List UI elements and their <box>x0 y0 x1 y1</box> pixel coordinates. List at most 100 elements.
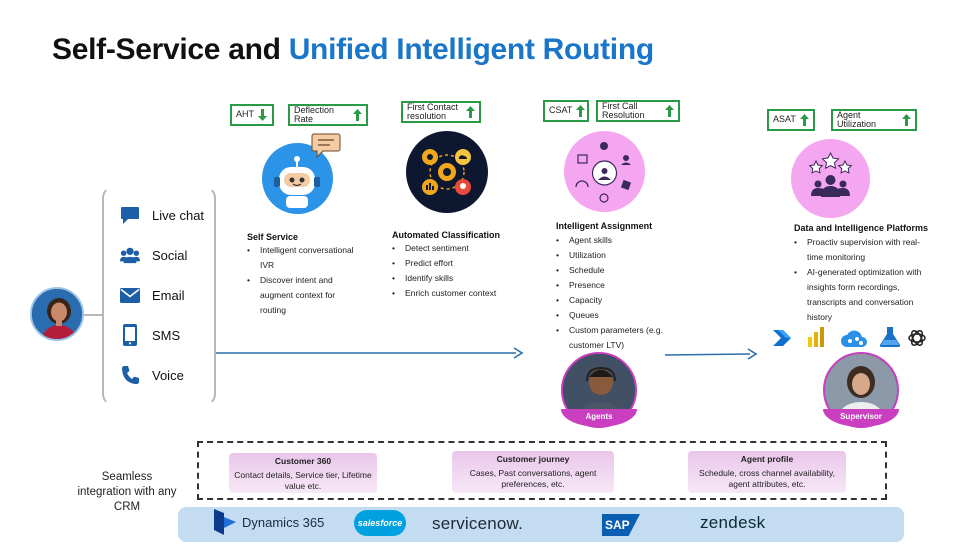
list-item: Agent skills <box>556 233 676 248</box>
crm-box-heading: Customer 360 <box>274 456 332 466</box>
arrow-up-icon <box>799 114 809 126</box>
assignment-heading: Intelligent Assignment <box>556 221 653 231</box>
servicenow-text: servicenow. <box>432 514 524 533</box>
platforms-heading: Data and Intelligence Platforms <box>794 223 929 233</box>
kpi-csat-label: CSAT <box>549 105 573 116</box>
kpi-agent-util-label: Agent Utilization <box>837 109 877 129</box>
assignment-list: Agent skills Utilization Schedule Presen… <box>556 233 676 353</box>
openai-icon <box>908 330 926 346</box>
list-item: Intelligent conversational IVR <box>247 243 362 273</box>
crm-dashed-frame <box>197 441 887 500</box>
list-item: Presence <box>556 278 676 293</box>
kpi-first-call: First Call Resolution <box>596 100 680 122</box>
azure-cloud-icon <box>841 330 867 347</box>
channel-live-chat: Live chat <box>120 205 204 225</box>
list-item: Predict effort <box>392 256 512 271</box>
list-item: Discover intent and augment context for … <box>247 273 362 318</box>
channel-label: SMS <box>152 327 181 343</box>
sap-logo: SAP <box>602 514 640 536</box>
platforms-list: Proactiv supervision with real-time moni… <box>794 235 928 325</box>
list-item: AI-generated optimization with insights … <box>794 265 928 325</box>
arrow-down-icon <box>258 109 267 121</box>
servicenow-logo: servicenow. <box>432 514 523 534</box>
platforms-circle <box>791 139 870 218</box>
crm-box-text: Schedule, cross channel availability, ag… <box>699 468 835 489</box>
sms-icon <box>120 324 140 346</box>
crm-box-heading: Customer journey <box>496 454 570 464</box>
self-service-circle <box>262 143 333 214</box>
kpi-agent-utilization: Agent Utilization <box>831 109 917 131</box>
self-service-heading: Self Service <box>247 232 299 242</box>
kpi-deflection: Deflection Rate <box>288 104 368 126</box>
kpi-aht-label: AHT <box>236 109 254 120</box>
crm-box-customer-360: Customer 360 Contact details, Service ti… <box>229 453 377 493</box>
classification-list: Detect sentiment Predict effort Identify… <box>392 241 512 301</box>
kpi-asat: ASAT <box>767 109 815 131</box>
channel-label: Live chat <box>152 207 205 223</box>
list-item: Utilization <box>556 248 676 263</box>
crm-box-text: Cases, Past conversations, agent prefere… <box>469 468 597 489</box>
zendesk-logo: zendesk <box>700 513 765 533</box>
title-accent: Unified Intelligent Routing <box>288 33 654 66</box>
title-prefix: Self-Service and <box>52 33 289 66</box>
dynamics-logo: Dynamics 365 <box>214 509 324 535</box>
kpi-first-contact: First Contact resolution <box>401 101 481 123</box>
crm-box-heading: Agent profile <box>740 454 794 464</box>
robot-icon <box>274 156 320 208</box>
arrow-up-icon <box>353 109 362 121</box>
classification-circle <box>406 131 488 213</box>
chat-icon <box>120 205 140 225</box>
salesforce-text: salesforce <box>354 510 406 536</box>
crm-caption: Seamless integration with any CRM <box>77 471 177 513</box>
channel-label: Voice <box>152 367 184 383</box>
dynamics-icon <box>214 509 236 535</box>
channel-list <box>102 186 216 406</box>
crm-box-agent-profile: Agent profile Schedule, cross channel av… <box>688 451 846 493</box>
kpi-first-call-label: First Call Resolution <box>602 100 645 120</box>
arrow-up-icon <box>576 105 586 117</box>
arrow-up-icon <box>902 114 911 126</box>
page-title: Self-Service and Unified Intelligent Rou… <box>52 33 654 67</box>
power-bi-icon <box>808 327 824 347</box>
list-item: Capacity <box>556 293 676 308</box>
assignment-circle <box>564 131 645 212</box>
channel-sms: SMS <box>120 324 181 346</box>
channel-label: Social <box>152 247 188 263</box>
partner-band <box>178 507 904 542</box>
dynamics-text: Dynamics 365 <box>242 514 325 530</box>
social-icon <box>120 245 140 265</box>
agents-label: Agents <box>585 412 613 421</box>
azure-ml-icon <box>880 327 900 347</box>
channel-label: Email <box>152 287 185 303</box>
list-item: Identify skills <box>392 271 512 286</box>
channel-social: Social <box>120 245 187 265</box>
power-automate-icon <box>773 330 791 346</box>
kpi-aht: AHT <box>230 104 274 126</box>
sap-text: SAP <box>602 514 640 536</box>
channel-voice: Voice <box>120 365 184 385</box>
list-item: Queues <box>556 308 676 323</box>
kpi-first-contact-label: First Contact resolution <box>407 101 459 121</box>
email-icon <box>120 285 140 305</box>
list-item: Schedule <box>556 263 676 278</box>
supervisor-label: Supervisor <box>840 412 882 421</box>
classification-icon <box>422 149 471 195</box>
list-item: Detect sentiment <box>392 241 512 256</box>
person-icon <box>32 289 82 339</box>
zendesk-text: zendesk <box>700 513 766 532</box>
list-item: Custom parameters (e.g. customer LTV) <box>556 323 676 353</box>
kpi-deflection-label: Deflection Rate <box>294 104 335 124</box>
classification-heading: Automated Classification <box>392 230 501 240</box>
customer-avatar <box>30 287 84 341</box>
kpi-asat-label: ASAT <box>773 114 796 125</box>
crm-box-customer-journey: Customer journey Cases, Past conversatio… <box>452 451 614 493</box>
chat-bubble-icon <box>311 133 341 158</box>
self-service-list: Intelligent conversational IVR Discover … <box>247 243 362 318</box>
crm-box-text: Contact details, Service tier, Lifetime … <box>234 470 372 491</box>
kpi-csat: CSAT <box>543 100 589 122</box>
list-item: Enrich customer context <box>392 286 512 301</box>
star-people-icon <box>808 151 853 197</box>
salesforce-logo: salesforce <box>354 510 406 536</box>
assignment-icon <box>575 142 632 203</box>
